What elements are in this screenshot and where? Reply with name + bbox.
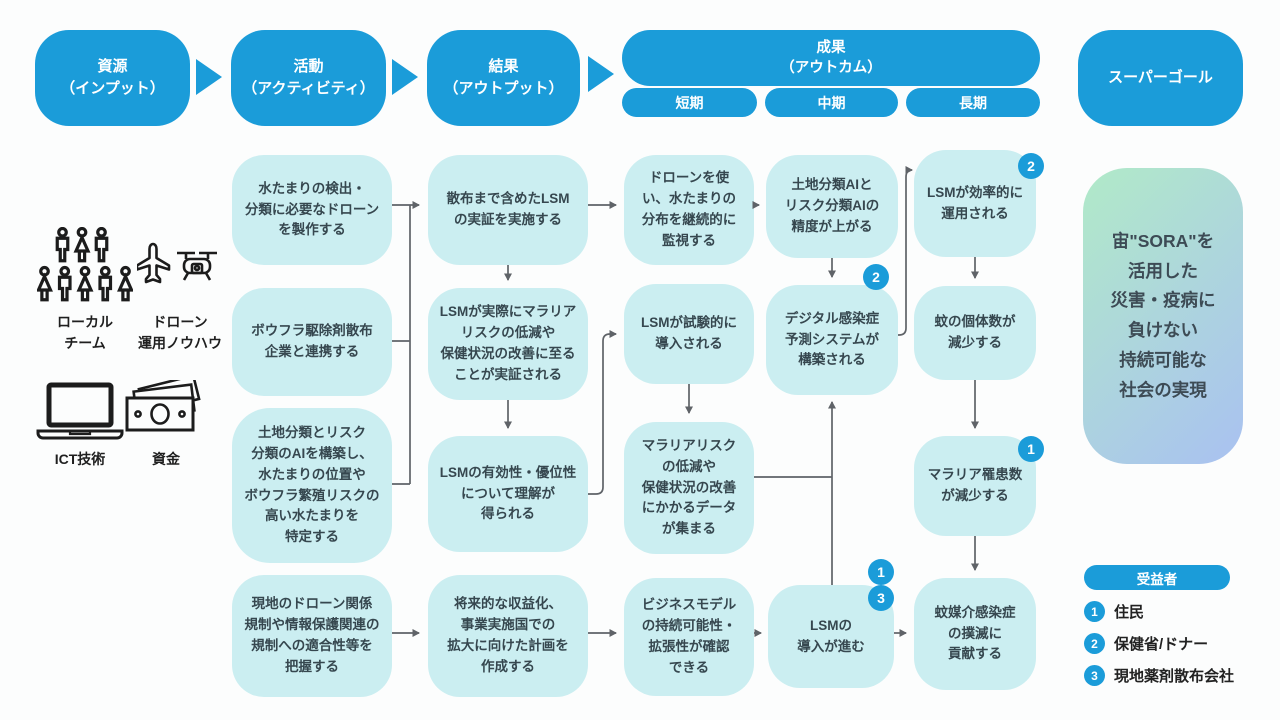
activity-node-ai-build: 土地分類とリスク 分類のAIを構築し、 水たまりの位置や ボウフラ繁殖リスクの … xyxy=(232,408,392,563)
long-node-eradication: 蚊媒介感染症 の撲滅に 貢献する xyxy=(914,578,1036,690)
stage-pill-resources: 資源 （インプット） xyxy=(35,30,190,126)
legend-item-spray-company: 3 現地薬剤散布会社 xyxy=(1084,665,1244,686)
activity-node-partner: ボウフラ駆除剤散布 企業と連携する xyxy=(232,288,392,396)
arrow-right-icon xyxy=(392,59,418,95)
long-node-mosquito-decrease: 蚊の個体数が 減少する xyxy=(914,286,1036,380)
short-node-data-collect: マラリアリスク の低減や 保健状況の改善 にかかるデータ が集まる xyxy=(624,422,754,554)
input-label: ICT技術 xyxy=(54,451,106,467)
arrow-right-icon xyxy=(588,56,614,92)
arrow-right-icon xyxy=(196,59,222,95)
node-text: LSMの 導入が進む xyxy=(797,617,865,654)
badge-lsm-adoption-3: 3 xyxy=(868,585,894,611)
node-text: LSMが試験的に 導入される xyxy=(641,315,737,351)
legend-item-residents: 1 住民 xyxy=(1084,601,1244,622)
node-text: 将来的な収益化、 事業実施国での 拡大に向けた計画を 作成する xyxy=(447,596,569,674)
stage-pill-outcomes: 成果 （アウトカム） xyxy=(622,30,1040,86)
people-group-icon xyxy=(37,227,133,305)
node-text: ビジネスモデル の持続可能性・ 拡張性が確認 できる xyxy=(641,597,737,675)
node-text: デジタル感染症 予測システムが 構築される xyxy=(784,310,880,368)
long-node-lsm-efficient: LSMが効率的に 運用される xyxy=(914,150,1036,257)
stage-pill-super-goal: スーパーゴール xyxy=(1078,30,1243,126)
input-label: 資金 xyxy=(152,451,180,467)
node-text: LSMが効率的に 運用される xyxy=(927,184,1023,221)
input-label: ドローン 運用ノウハウ xyxy=(138,314,222,351)
badge-malaria-decrease: 1 xyxy=(1018,436,1044,462)
badge-digital-system: 2 xyxy=(863,264,889,290)
activity-node-drone-build: 水たまりの検出・ 分類に必要なドローン を製作する xyxy=(232,155,392,265)
node-text: マラリアリスク の低減や 保健状況の改善 にかかるデータ が集まる xyxy=(641,437,737,537)
input-local-team: ローカル チーム xyxy=(34,220,136,354)
node-text: LSMが実際にマラリア リスクの低減や 保健状況の改善に至る ことが実証される xyxy=(439,304,577,382)
mid-node-digital-system: デジタル感染症 予測システムが 構築される xyxy=(766,285,898,395)
beneficiary-legend: 受益者 1 住民 2 保健省/ドナー 3 現地薬剤散布会社 xyxy=(1084,565,1244,686)
airplane-drone-icon xyxy=(137,241,223,305)
legend-num-icon: 3 xyxy=(1084,665,1105,686)
node-text: マラリア罹患数 が減少する xyxy=(927,467,1023,503)
term-pill-mid: 中期 xyxy=(765,88,898,117)
term-pill-long: 長期 xyxy=(906,88,1040,117)
input-ict: ICT技術 xyxy=(28,378,132,470)
money-icon xyxy=(125,380,207,442)
input-label: ローカル チーム xyxy=(57,314,113,351)
node-text: ボウフラ駆除剤散布 企業と連携する xyxy=(251,323,373,359)
legend-item-ministry: 2 保健省/ドナー xyxy=(1084,633,1244,654)
legend-num-icon: 2 xyxy=(1084,633,1105,654)
stage-pill-results: 結果 （アウトプット） xyxy=(427,30,580,126)
output-node-plan: 将来的な収益化、 事業実施国での 拡大に向けた計画を 作成する xyxy=(428,575,588,697)
short-node-monitoring: ドローンを使 い、水たまりの 分布を継続的に 監視する xyxy=(624,155,754,265)
node-text: LSMの有効性・優位性 について理解が 得られる xyxy=(439,464,577,522)
long-node-malaria-decrease: マラリア罹患数 が減少する xyxy=(914,436,1036,536)
mid-node-ai-accuracy: 土地分類AIと リスク分類AIの 精度が上がる xyxy=(766,155,898,258)
input-funds: 資金 xyxy=(120,374,212,470)
badge-lsm-adoption-1: 1 xyxy=(868,559,894,585)
short-node-lsm-trial: LSMが試験的に 導入される xyxy=(624,284,754,384)
input-drone-knowhow: ドローン 運用ノウハウ xyxy=(132,220,228,354)
legend-label: 住民 xyxy=(1114,604,1145,621)
legend-label: 保健省/ドナー xyxy=(1114,636,1209,653)
node-text: 蚊媒介感染症 の撲滅に 貢献する xyxy=(934,604,1016,662)
legend-label: 現地薬剤散布会社 xyxy=(1114,668,1235,685)
short-node-business-model: ビジネスモデル の持続可能性・ 拡張性が確認 できる xyxy=(624,578,754,696)
badge-lsm-efficient: 2 xyxy=(1018,153,1044,179)
super-goal-text: 宙"SORA"を 活用した 災害・疫病に 負けない 持続可能な 社会の実現 xyxy=(1110,230,1216,400)
node-text: 蚊の個体数が 減少する xyxy=(934,314,1016,350)
node-text: 散布まで含めたLSM の実証を実施する xyxy=(446,191,570,227)
stage-pill-activities: 活動 （アクティビティ） xyxy=(231,30,386,126)
node-text: ドローンを使 い、水たまりの 分布を継続的に 監視する xyxy=(641,170,737,248)
term-pill-short: 短期 xyxy=(622,88,757,117)
legend-title: 受益者 xyxy=(1084,565,1230,590)
super-goal-box: 宙"SORA"を 活用した 災害・疫病に 負けない 持続可能な 社会の実現 xyxy=(1083,168,1243,464)
node-text: 現地のドローン関係 規制や情報保護関連の 規制への適合性等を 把握する xyxy=(244,596,380,674)
output-node-lsm-demo: 散布まで含めたLSM の実証を実施する xyxy=(428,155,588,265)
laptop-icon xyxy=(35,382,125,442)
node-text: 土地分類AIと リスク分類AIの 精度が上がる xyxy=(784,177,880,234)
activity-node-regulation: 現地のドローン関係 規制や情報保護関連の 規制への適合性等を 把握する xyxy=(232,575,392,697)
legend-num-icon: 1 xyxy=(1084,601,1105,622)
output-node-lsm-proof: LSMが実際にマラリア リスクの低減や 保健状況の改善に至る ことが実証される xyxy=(428,288,588,400)
output-node-lsm-understanding: LSMの有効性・優位性 について理解が 得られる xyxy=(428,436,588,552)
node-text: 水たまりの検出・ 分類に必要なドローン を製作する xyxy=(244,180,380,238)
node-text: 土地分類とリスク 分類のAIを構築し、 水たまりの位置や ボウフラ繁殖リスクの … xyxy=(244,424,380,545)
